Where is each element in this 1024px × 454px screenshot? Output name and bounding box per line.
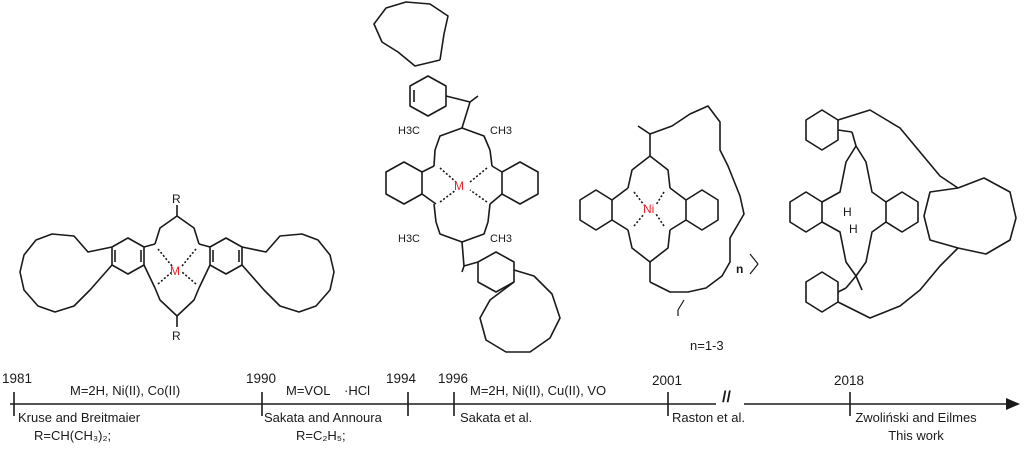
crown-ether	[373, 1, 449, 67]
substituent-bottom: R	[172, 329, 181, 343]
benzene-ring	[111, 237, 145, 275]
repeat-index: n	[736, 262, 744, 276]
methyl-label: CH3	[490, 125, 513, 137]
benzene-ring	[789, 191, 823, 233]
benzene-ring	[885, 191, 919, 233]
methyl-label: H3C	[398, 125, 421, 137]
methyl-label: CH3	[490, 233, 513, 245]
benzene-ring	[579, 189, 613, 231]
benzene-ring	[409, 75, 447, 117]
crown-ether	[241, 233, 335, 313]
metal-label-1981: M	[170, 264, 180, 278]
entry-1990-sub: R=C₂H₅;	[296, 428, 346, 443]
entry-1981-above: M=2H, Ni(II), Co(II)	[70, 383, 181, 398]
benzene-ring	[385, 161, 423, 205]
h-label: H	[843, 205, 852, 219]
year-1996: 1996	[438, 371, 469, 386]
benzene-ring	[805, 271, 839, 313]
entry-2018-below: Zwoliński and Eilmes	[855, 410, 977, 425]
h-label: H	[849, 222, 858, 236]
entry-1990-above: M=VOL	[286, 383, 331, 398]
year-2018: 2018	[834, 373, 865, 388]
crown-ether	[479, 269, 561, 353]
benzene-ring	[805, 109, 839, 151]
entry-1996-below: Sakata et al.	[460, 410, 533, 425]
year-1990: 1990	[246, 371, 277, 386]
entry-1981-below: Kruse and Breitmaier	[18, 410, 141, 425]
entry-1981-sub: R=CH(CH₃)₂;	[34, 428, 112, 443]
benzene-ring	[209, 237, 243, 275]
benzene-ring	[685, 189, 719, 231]
entry-2018-sub: This work	[888, 428, 944, 443]
entry-2001-below: Raston et al.	[672, 410, 745, 425]
structure-2001	[579, 105, 759, 316]
arrow-head	[1006, 398, 1020, 410]
year-2001: 2001	[652, 373, 683, 388]
azacrown	[923, 177, 1017, 255]
axis-break-mark: //	[722, 389, 731, 406]
timeline-axis	[10, 392, 1020, 416]
crown-ether	[19, 233, 113, 313]
structure-1990	[373, 1, 561, 353]
methyl-label: H3C	[398, 233, 421, 245]
metal-label-1990: M	[454, 179, 464, 193]
substituent-top: R	[172, 192, 181, 206]
entry-1990-above-hcl: ·HCl	[344, 383, 370, 398]
n-range-note: n=1-3	[690, 338, 724, 353]
year-1981: 1981	[2, 371, 33, 386]
entry-1996-above: M=2H, Ni(II), Cu(II), VO	[470, 383, 607, 398]
structure-2018	[789, 109, 1017, 319]
benzene-ring	[501, 161, 539, 205]
entry-1990-below: Sakata and Annoura	[264, 410, 382, 425]
structure-1981	[19, 205, 335, 327]
year-1994: 1994	[386, 371, 417, 386]
metal-label-2001: Ni	[643, 202, 655, 216]
